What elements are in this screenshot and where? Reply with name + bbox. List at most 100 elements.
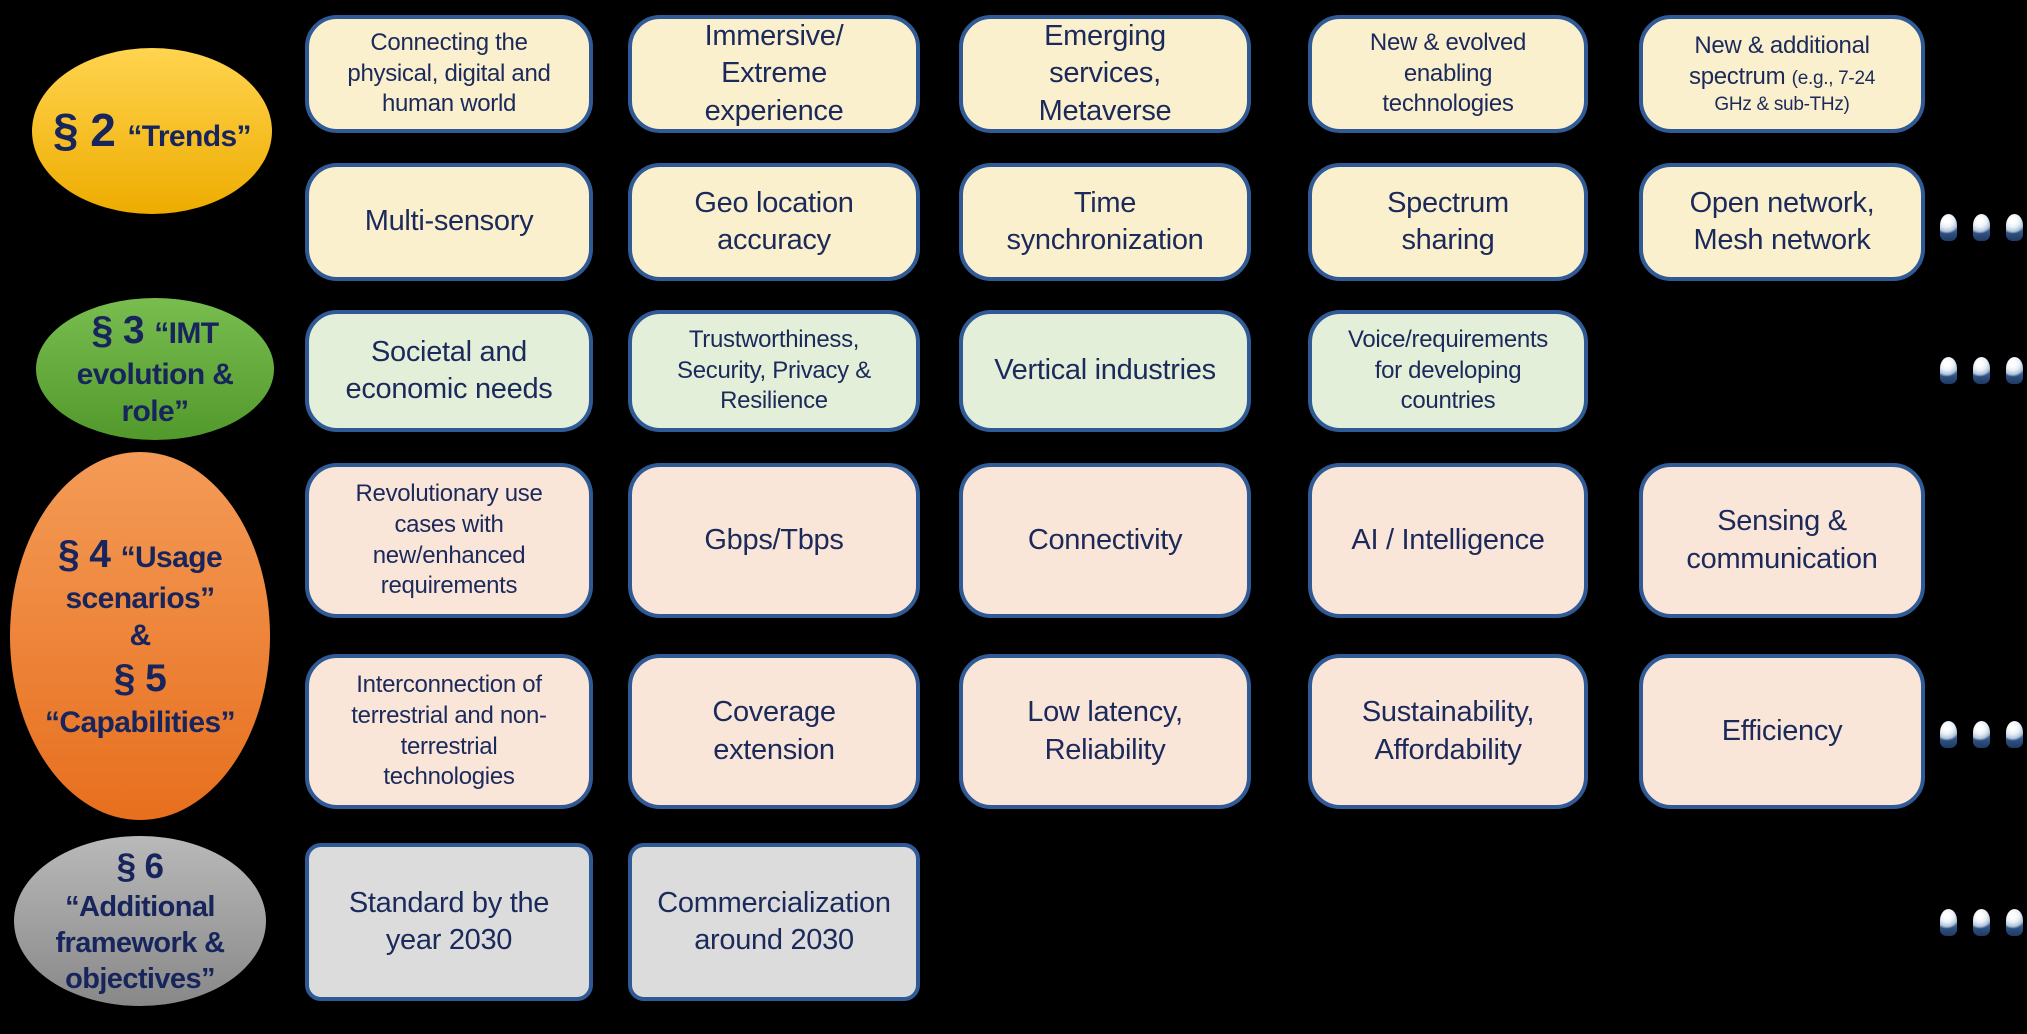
text-line: Open network, (1689, 186, 1875, 219)
text-line: new/enhanced (372, 541, 526, 569)
box-gbps-tbps: Gbps/Tbps (628, 463, 920, 618)
box-coverage-extension: Coverage extension (628, 654, 920, 809)
text-line: Gbps/Tbps (704, 523, 844, 556)
text-line: spectrum (e.g., 7-24 (1689, 62, 1875, 90)
text-line: Efficiency (1721, 714, 1843, 747)
text-line: enabling (1403, 59, 1493, 87)
text-line: countries (1400, 387, 1496, 415)
text-line: Interconnection of (356, 671, 542, 699)
text-line: physical, digital and (347, 59, 551, 87)
text-line: Extreme (721, 57, 827, 90)
text-line: year 2030 (385, 924, 513, 956)
box-sensing-communication: Sensing &communication (1639, 463, 1925, 618)
text-line: Low latency, (1027, 696, 1183, 729)
text-line: “Additional (65, 890, 215, 923)
text-line: Connectivity (1027, 523, 1183, 556)
text-line: § 5 (113, 656, 167, 700)
text-line: accuracy (717, 224, 831, 256)
dot-icon (1973, 909, 1990, 936)
text-line: Reliability (1044, 733, 1166, 766)
text-line: Vertical industries (994, 354, 1216, 387)
text-line: terrestrial and non- (351, 701, 547, 729)
text-line: Affordability (1374, 733, 1522, 766)
text-line: Societal and (370, 335, 527, 368)
text-line: Time (1073, 186, 1137, 219)
box-trustworthiness-security-privacy-resilience: Trustworthiness, Security, Privacy & Resil… (628, 310, 920, 432)
text-line: Resilience (720, 387, 828, 415)
dot-icon (2006, 357, 2023, 384)
dot-icon (1973, 214, 1990, 241)
box-societal-economic-needs: Societal and economic needs (305, 310, 593, 432)
text-line: cases with (394, 510, 504, 538)
text-line: Spectrum (1387, 186, 1509, 219)
dot-icon (2006, 909, 2023, 936)
box-spectrum-sharing: Spectrum sharing (1308, 163, 1588, 281)
box-open-network-mesh-network: Open network, Mesh network (1639, 163, 1925, 281)
text-line: Multi-sensory (364, 205, 534, 238)
text-line: Mesh network (1693, 224, 1871, 256)
text-line: requirements (380, 572, 518, 600)
dot-icon (2006, 214, 2023, 241)
text-line: GHz & sub-THz) (1714, 93, 1850, 115)
text-line: “Capabilities” (45, 705, 236, 739)
text-line: Security, Privacy & (677, 356, 871, 384)
text-line: Standard by the (348, 886, 550, 919)
text-line: Coverage (712, 696, 836, 729)
text-line: & (129, 619, 151, 653)
box-efficiency: Efficiency (1639, 654, 1925, 809)
text-line: Connecting the (370, 28, 528, 56)
text-line: scenarios” (65, 581, 215, 615)
ellipsis-dots-additional-row-right (1940, 909, 2023, 936)
box-standard-by-year-2030: Standard by the year 2030 (305, 843, 593, 1001)
text-line: Metaverse (1038, 94, 1172, 127)
box-sustainability-affordability: Sustainability, Affordability (1308, 654, 1588, 809)
box-connectivity: Connectivity (959, 463, 1251, 618)
text-line: New & additional (1694, 32, 1870, 60)
box-low-latency-reliability: Low latency, Reliability (959, 654, 1251, 809)
text-line: human world (381, 90, 517, 118)
dot-icon (1973, 721, 1990, 748)
section-ellipse-usage-capabilities: § 4 “Usage scenarios” &§ 5 “Capabilities” (10, 452, 270, 820)
text-line: § 4 “Usage (57, 533, 223, 576)
dot-icon (1940, 214, 1957, 241)
text-line: § 2 “Trends” (53, 104, 252, 157)
ellipsis-dots-capabilities-row-5-right (1940, 721, 2023, 748)
section-ellipse-trends: § 2 “Trends” (32, 48, 272, 214)
dot-icon (2006, 721, 2023, 748)
box-multi-sensory: Multi-sensory (305, 163, 593, 281)
box-connecting-physical-digital-human-world: Connecting the physical, digital and human… (305, 15, 593, 133)
ellipsis-dots-trends-row-2-right (1940, 214, 2023, 241)
text-line: § 6 (116, 846, 164, 886)
dot-icon (1940, 357, 1957, 384)
text-line: terrestrial (400, 732, 498, 760)
dot-icon (1973, 357, 1990, 384)
ellipsis-dots-imt-row-right (1940, 357, 2023, 384)
text-line: § 3 “IMT (91, 309, 220, 353)
text-line: services, (1049, 57, 1161, 90)
text-line: experience (704, 94, 844, 127)
text-line: extension (713, 733, 835, 766)
text-line: AI / Intelligence (1351, 523, 1545, 556)
text-line: framework & (55, 926, 225, 959)
text-line: Revolutionary use (355, 480, 543, 508)
text-line: evolution & (76, 357, 234, 391)
text-line: technologies (383, 763, 515, 791)
text-line: economic needs (345, 373, 553, 405)
text-line: Sustainability, (1361, 696, 1535, 729)
text-line: around 2030 (694, 924, 854, 956)
text-line: Trustworthiness, (688, 325, 860, 353)
text-line: sharing (1401, 224, 1495, 256)
text-line: objectives” (65, 963, 215, 995)
text-line: Sensing & (1717, 505, 1847, 538)
box-vertical-industries: Vertical industries (959, 310, 1251, 432)
dot-icon (1940, 909, 1957, 936)
